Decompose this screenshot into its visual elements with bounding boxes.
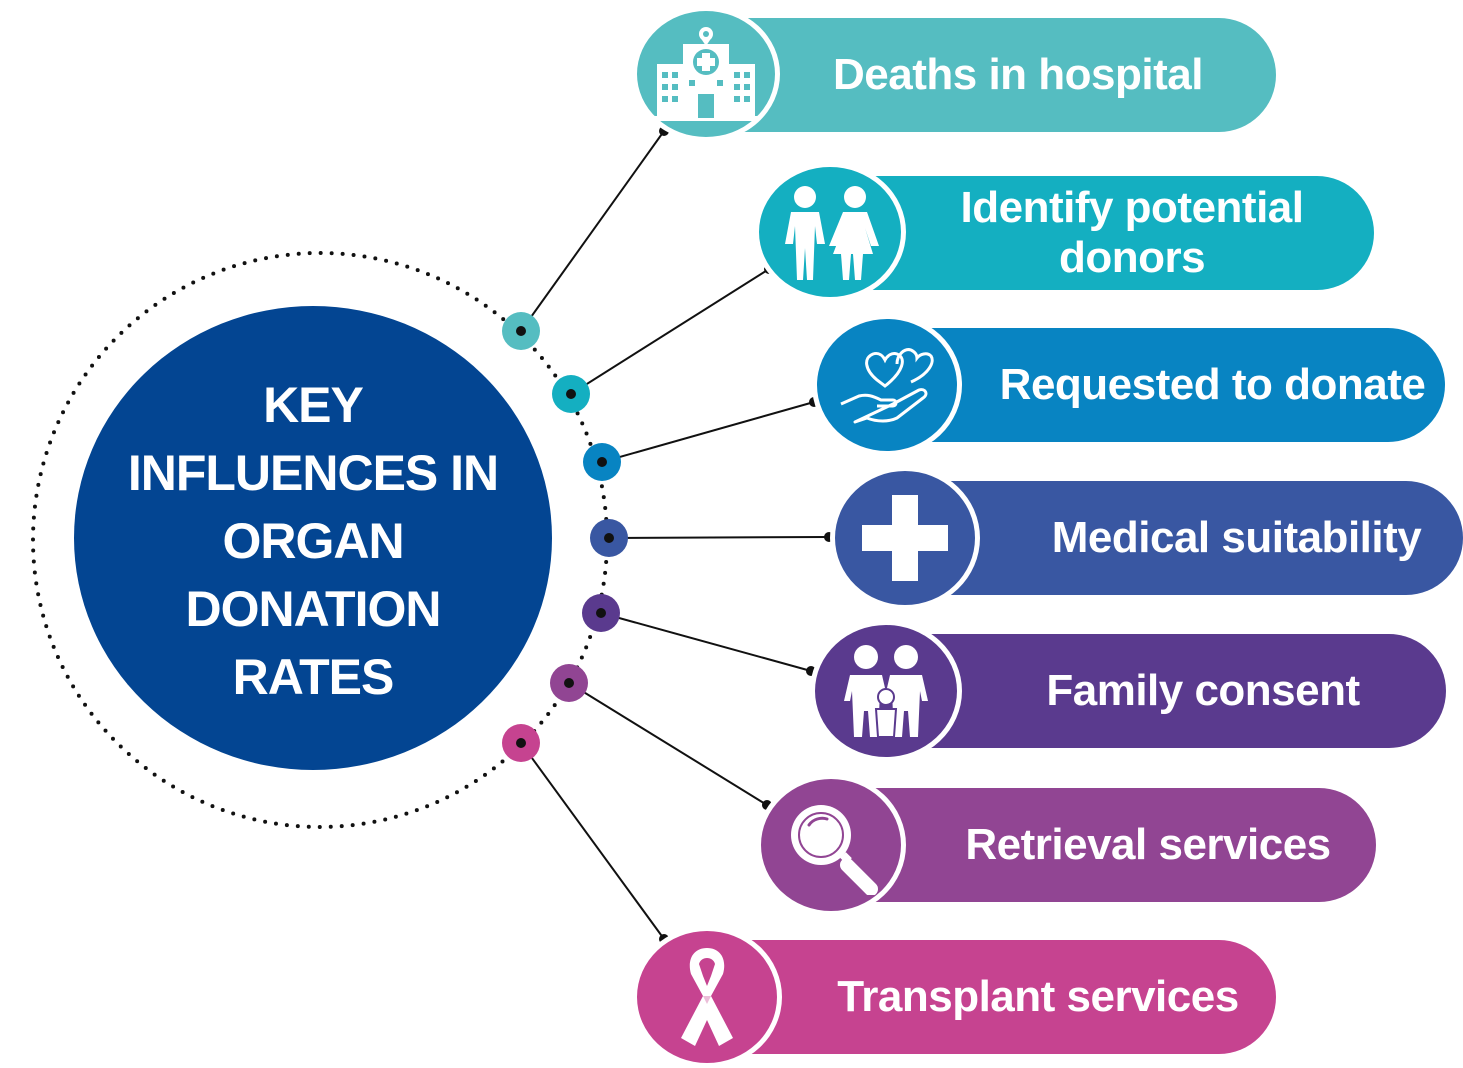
- center-title-line: RATES: [232, 649, 395, 705]
- ring-node-center: [564, 678, 574, 688]
- ring-node-center: [604, 533, 614, 543]
- ring-node-center: [516, 738, 526, 748]
- ring-node-center: [597, 457, 607, 467]
- connector-line: [568, 682, 768, 806]
- connector-line: [520, 742, 665, 940]
- center-circle: KEY INFLUENCES IN ORGAN DONATION RATES: [74, 306, 552, 770]
- hospital-icon: [653, 27, 759, 121]
- item-pill-retrieval-services: Retrieval services: [830, 788, 1376, 902]
- connector-line: [600, 612, 812, 672]
- item-label: Transplant services: [837, 972, 1239, 1021]
- item-pill-medical-suitability: Medical suitability: [900, 481, 1463, 595]
- medical-cross-icon: [862, 495, 948, 581]
- item-label: Medical suitability: [1051, 513, 1422, 562]
- item-icon-circle: [756, 774, 906, 916]
- item-pill-family-consent: Family consent: [880, 634, 1446, 748]
- connector-line: [520, 130, 665, 332]
- center-title: KEY INFLUENCES IN ORGAN DONATION RATES: [127, 371, 499, 711]
- center-title-line: INFLUENCES IN: [127, 445, 499, 501]
- item-icon-circle: [632, 6, 780, 142]
- ring-node-center: [516, 326, 526, 336]
- magnifier-icon: [791, 805, 878, 895]
- item-pill-identify-potential-donors: Identify potential donors: [830, 176, 1374, 290]
- item-label: Family consent: [1046, 666, 1360, 715]
- center-title-line: ORGAN: [222, 513, 404, 569]
- item-label: Retrieval services: [965, 820, 1331, 869]
- connector-line: [570, 268, 770, 395]
- ring-node-center: [566, 389, 576, 399]
- center-title-line: DONATION: [185, 581, 442, 637]
- item-label: Identify potential donors: [960, 183, 1305, 282]
- family-icon: [844, 645, 928, 738]
- item-icon-circle: [754, 162, 906, 302]
- center-title-line: KEY: [263, 377, 364, 433]
- item-pill-transplant-services: Transplant services: [710, 940, 1276, 1054]
- item-pill-requested-to-donate: Requested to donate: [880, 328, 1445, 442]
- connector-line: [601, 401, 815, 463]
- ribbon-icon: [681, 948, 733, 1046]
- item-icon-circle: [632, 926, 782, 1068]
- item-pill-deaths-in-hospital: Deaths in hospital: [710, 18, 1276, 132]
- item-icon-circle: [810, 620, 962, 762]
- connector-line: [608, 536, 830, 539]
- item-icon-circle: [830, 466, 980, 610]
- people-icon: [785, 186, 879, 280]
- item-label: Deaths in hospital: [833, 50, 1203, 99]
- hand-hearts-icon: [840, 348, 934, 424]
- item-label: Requested to donate: [999, 360, 1426, 409]
- item-icon-circle: [812, 314, 962, 456]
- ring-node-center: [596, 608, 606, 618]
